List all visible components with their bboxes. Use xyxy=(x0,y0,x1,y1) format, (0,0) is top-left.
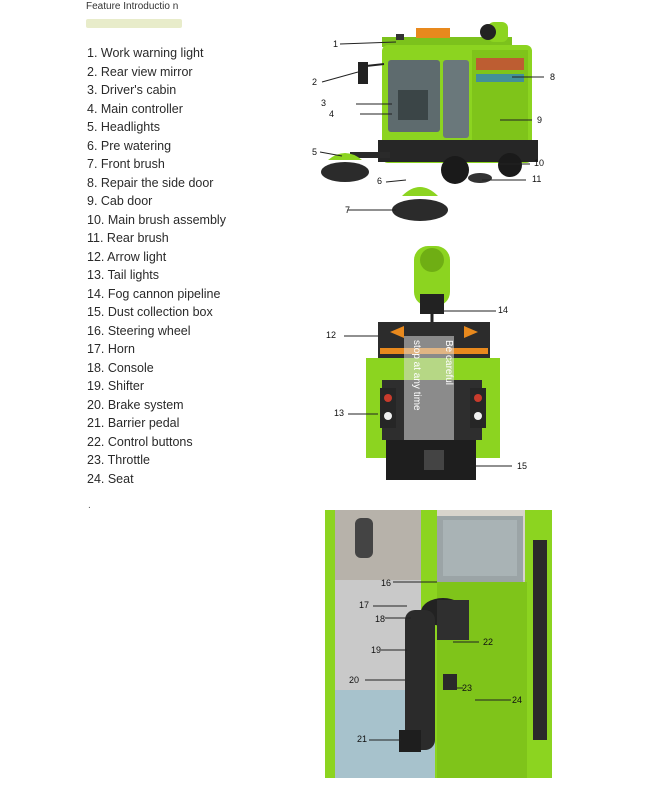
callout-label: 18 xyxy=(375,614,386,624)
feature-item: 18. Console xyxy=(87,360,154,375)
feature-item: 20. Brake system xyxy=(87,397,184,412)
rear-overlay-text: Be careful xyxy=(443,340,454,385)
callout-label: 2 xyxy=(312,77,318,87)
feature-item: 12. Arrow light xyxy=(87,249,167,264)
title-highlight xyxy=(86,19,182,28)
callout-label: 7 xyxy=(345,205,351,215)
callout-label: 13 xyxy=(334,408,345,418)
cab-interior-photo xyxy=(325,510,552,778)
feature-item: 10. Main brush assembly xyxy=(87,212,226,227)
feature-item: 4. Main controller xyxy=(87,101,183,116)
callout-label: 12 xyxy=(326,330,337,340)
callout-label: 5 xyxy=(312,147,318,157)
callout-label: 14 xyxy=(498,305,509,315)
callout-label: 3 xyxy=(321,98,327,108)
feature-item: 15. Dust collection box xyxy=(87,305,213,319)
callout-label: 8 xyxy=(550,72,556,82)
callout-label: 16 xyxy=(381,578,392,588)
feature-item: 6. Pre watering xyxy=(87,138,172,153)
feature-item: 17. Horn xyxy=(87,342,135,356)
callout-label: 20 xyxy=(349,675,360,685)
callout-label: 19 xyxy=(371,645,382,655)
feature-item: 2. Rear view mirror xyxy=(87,64,193,79)
callout-label: 21 xyxy=(357,734,368,744)
feature-item: 5. Headlights xyxy=(87,120,160,134)
feature-item: 16. Steering wheel xyxy=(87,323,191,338)
feature-item: 9. Cab door xyxy=(87,194,153,208)
callout-label: 11 xyxy=(532,174,542,184)
rear-overlay-text: stop at any time xyxy=(411,340,422,411)
callout-label: 6 xyxy=(377,176,383,186)
callout-label: 22 xyxy=(483,637,494,647)
feature-item: 13. Tail lights xyxy=(87,268,160,282)
feature-item: 3. Driver's cabin xyxy=(87,83,177,97)
callout-label: 17 xyxy=(359,600,370,610)
sweeper-front-photo xyxy=(300,20,568,225)
callout-label: 24 xyxy=(512,695,523,705)
feature-item: 24. Seat xyxy=(87,471,134,486)
callout-label: 15 xyxy=(517,461,528,471)
feature-item: 11. Rear brush xyxy=(87,231,169,245)
callout-label: 9 xyxy=(537,115,543,125)
callout-label: 1 xyxy=(333,39,339,49)
feature-item: 14. Fog cannon pipeline xyxy=(87,286,221,301)
callout-label: 4 xyxy=(329,109,335,119)
feature-item: 7. Front brush xyxy=(87,157,165,171)
feature-item: 21. Barrier pedal xyxy=(87,416,180,430)
trailing-mark: . xyxy=(88,500,91,511)
feature-item: 8. Repair the side door xyxy=(87,175,214,190)
callout-label: 23 xyxy=(462,683,473,693)
feature-list: 1. Work warning light 2. Rear view mirro… xyxy=(87,44,226,488)
feature-item: 22. Control buttons xyxy=(87,434,193,449)
feature-title: Feature Introductio n xyxy=(86,1,179,12)
feature-item: 1. Work warning light xyxy=(87,46,204,60)
callout-label: 10 xyxy=(534,158,545,168)
sweeper-rear-photo: stop at any time Be careful xyxy=(320,240,550,485)
feature-item: 23. Throttle xyxy=(87,453,151,467)
feature-item: 19. Shifter xyxy=(87,379,144,393)
